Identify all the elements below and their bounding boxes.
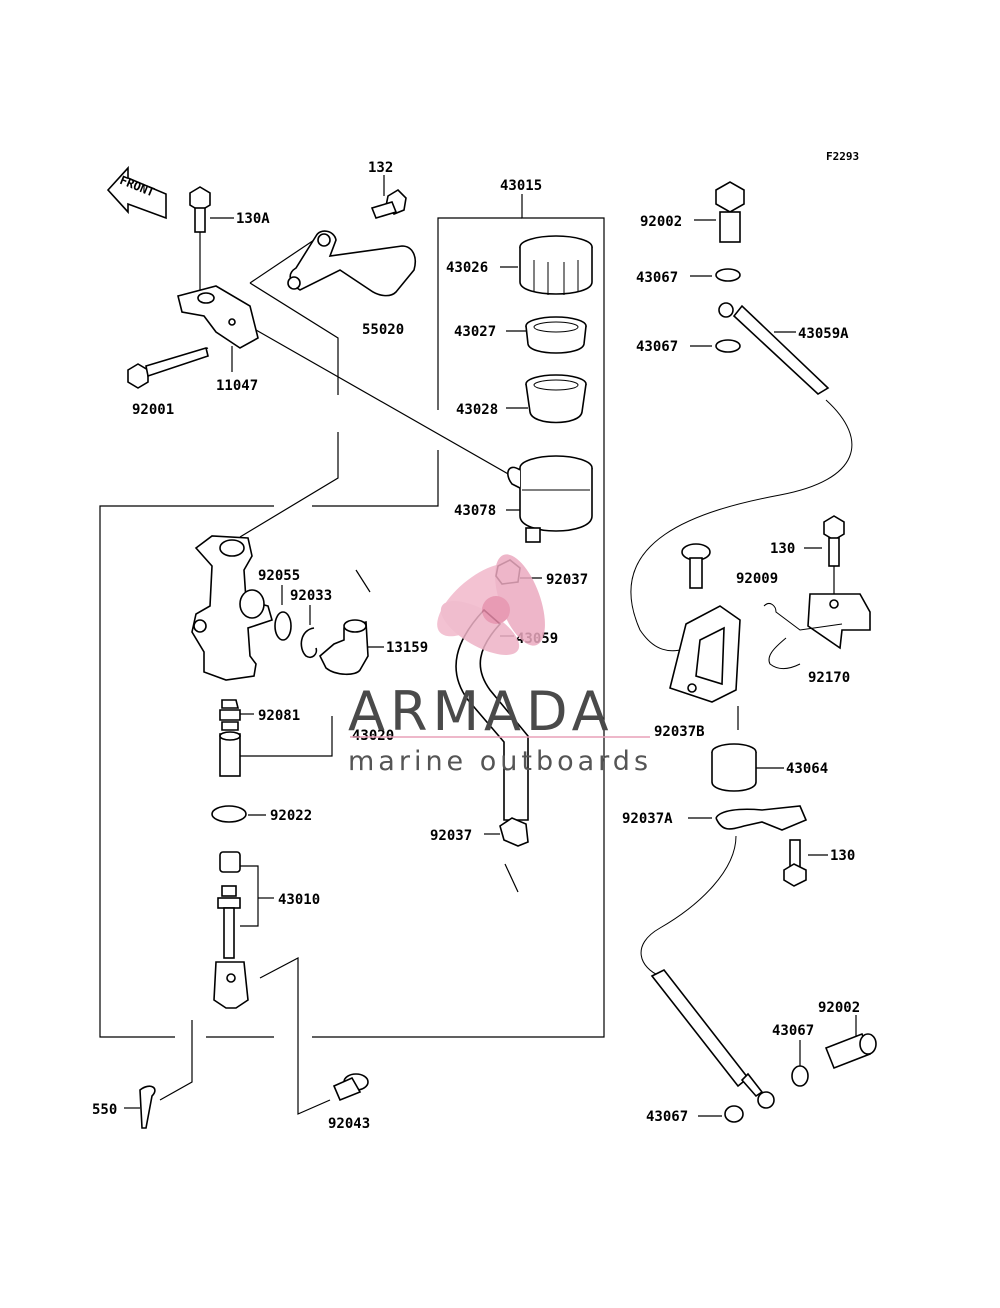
reservoir-43078 <box>507 455 593 543</box>
washer-43067-4 <box>724 1105 744 1123</box>
front-arrow-icon: FRONT <box>106 165 167 220</box>
bolt-130-top <box>823 515 845 567</box>
label-92022: 92022 <box>270 808 312 824</box>
washer-43067-1 <box>715 268 741 282</box>
hose-end-43059a <box>718 302 830 395</box>
bolt-130-mid <box>783 839 807 887</box>
callout-labels: 132 43015 130A 55020 11047 92001 43026 4… <box>92 160 860 1132</box>
label-92037a: 92037A <box>622 811 673 827</box>
label-130-top: 130 <box>770 541 795 557</box>
label-43010: 43010 <box>278 892 320 908</box>
hose-lower <box>650 968 775 1109</box>
spring-92081 <box>219 699 241 731</box>
label-11047: 11047 <box>216 378 258 394</box>
diaphragm-43028 <box>525 374 587 424</box>
cotter-pin-550 <box>139 1085 156 1129</box>
label-43067-4: 43067 <box>646 1109 688 1125</box>
label-92037b: 92037B <box>654 724 705 740</box>
clevis-pin-92043 <box>332 1073 369 1102</box>
reservoir-cap-43026 <box>519 235 593 295</box>
label-130-mid: 130 <box>830 848 855 864</box>
label-92037-b: 92037 <box>430 828 472 844</box>
washer-43067-3 <box>791 1065 809 1087</box>
label-43067-3: 43067 <box>772 1023 814 1039</box>
bolt-130a <box>189 186 211 233</box>
watermark-tagline: marine outboards <box>348 746 652 777</box>
label-43020: 43020 <box>352 728 394 744</box>
leader-lines <box>99 175 857 1117</box>
propeller-logo-icon <box>437 554 545 655</box>
piston-43020 <box>219 731 241 777</box>
label-92170: 92170 <box>808 670 850 686</box>
clamp-92037a <box>715 805 808 831</box>
label-43027: 43027 <box>454 324 496 340</box>
label-92033: 92033 <box>290 588 332 604</box>
bolt-92001 <box>127 346 209 389</box>
label-92009: 92009 <box>736 571 778 587</box>
label-43067-1: 43067 <box>636 270 678 286</box>
guard-55020 <box>287 230 417 297</box>
label-43067-2: 43067 <box>636 339 678 355</box>
label-43026: 43026 <box>446 260 488 276</box>
label-92081: 92081 <box>258 708 300 724</box>
label-132: 132 <box>368 160 393 176</box>
screw-92009 <box>681 543 711 589</box>
circlip-92033 <box>300 627 318 659</box>
bracket-92170 <box>763 593 871 670</box>
o-ring-92055 <box>274 611 292 641</box>
master-cylinder-body <box>191 535 273 681</box>
circlip-92022 <box>211 805 247 823</box>
banjo-bolt-92002-top <box>715 181 745 243</box>
label-92037-a: 92037 <box>546 572 588 588</box>
clamp-92037-lower <box>499 817 529 847</box>
label-550: 550 <box>92 1102 117 1118</box>
elbow-fitting-13159 <box>319 619 369 676</box>
washer-43067-2 <box>715 339 741 353</box>
label-130a: 130A <box>236 211 270 227</box>
banjo-bolt-92002-bottom <box>824 1032 877 1070</box>
watermark: ARMADA marine outboards <box>348 554 652 777</box>
label-92055: 92055 <box>258 568 300 584</box>
label-92001: 92001 <box>132 402 174 418</box>
bracket-11047 <box>177 285 259 349</box>
label-43078: 43078 <box>454 503 496 519</box>
plate-43027 <box>525 316 587 354</box>
label-55020: 55020 <box>362 322 404 338</box>
label-92002-top: 92002 <box>640 214 682 230</box>
label-43059a: 43059A <box>798 326 849 342</box>
bolt-132 <box>370 188 407 219</box>
label-43064: 43064 <box>786 761 828 777</box>
label-92002-bottom: 92002 <box>818 1000 860 1016</box>
guide-92037b <box>669 605 741 703</box>
label-13159: 13159 <box>386 640 428 656</box>
grommet-43064 <box>711 743 757 792</box>
figure-code: F2293 <box>826 150 859 163</box>
watermark-brand: ARMADA <box>348 680 614 743</box>
push-rod-43010 <box>213 851 249 1009</box>
label-43015: 43015 <box>500 178 542 194</box>
label-43028: 43028 <box>456 402 498 418</box>
label-92043: 92043 <box>328 1116 370 1132</box>
